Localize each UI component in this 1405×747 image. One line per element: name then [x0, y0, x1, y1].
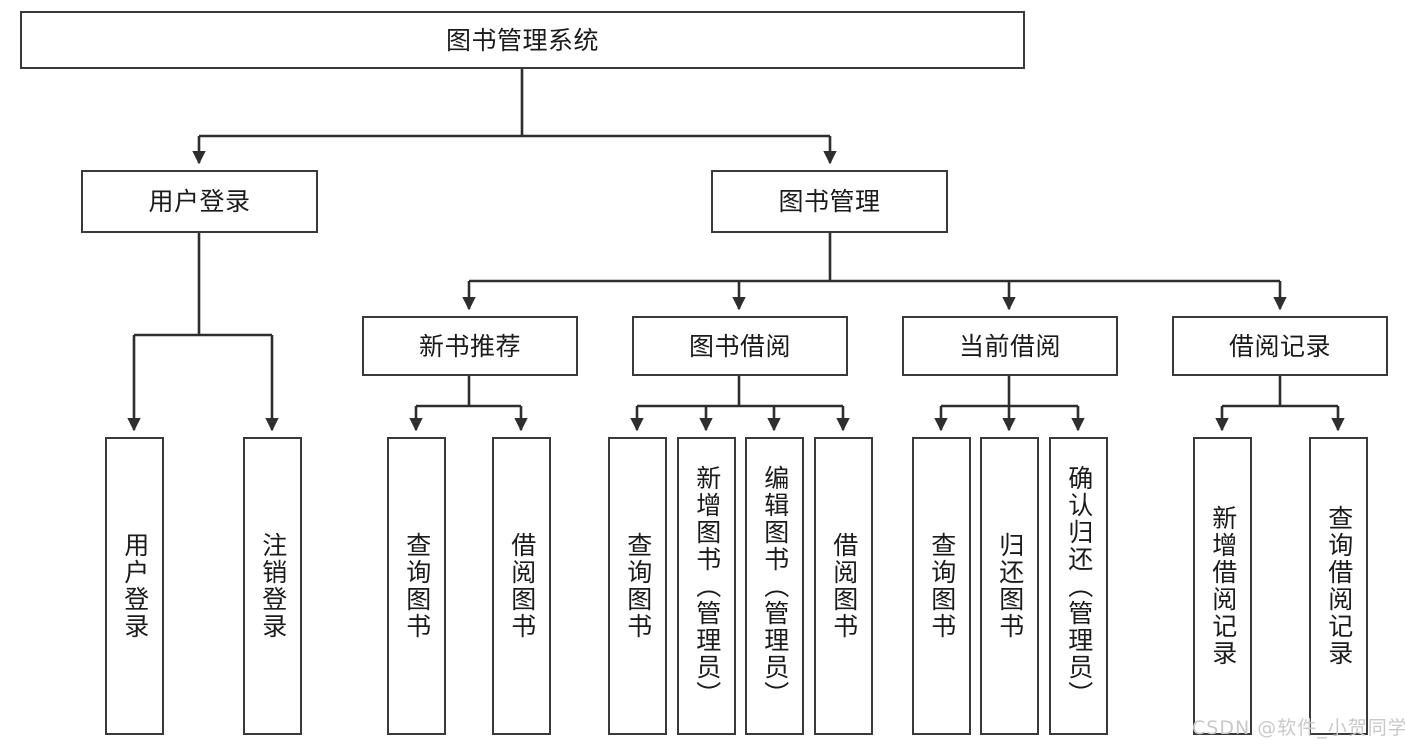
node-user-login[interactable]: 用户登录 — [81, 170, 318, 233]
node-label: 用户登录 — [148, 187, 251, 216]
leaf-new-book-query[interactable]: 查询图书 — [387, 437, 446, 735]
node-label: 查询图书 — [927, 532, 957, 640]
node-label: 图书借阅 — [688, 331, 791, 361]
node-label: 归还图书 — [995, 532, 1025, 640]
node-book-borrow[interactable]: 图书借阅 — [632, 316, 848, 376]
node-label: 图书管理 — [778, 187, 881, 216]
leaf-current-borrow-query[interactable]: 查询图书 — [912, 437, 971, 735]
node-label: 查询图书 — [402, 532, 432, 640]
node-root-book-management-system[interactable]: 图书管理系统 — [20, 11, 1025, 69]
leaf-current-borrow-confirm-return[interactable]: 确认归还（管理员） — [1049, 437, 1108, 735]
node-label: 查询图书 — [623, 532, 653, 640]
node-label: 确认归还（管理员） — [1064, 464, 1094, 708]
leaf-borrow-record-add[interactable]: 新增借阅记录 — [1193, 437, 1252, 735]
node-label: 查询借阅记录 — [1324, 505, 1354, 667]
leaf-current-borrow-return[interactable]: 归还图书 — [980, 437, 1039, 735]
leaf-book-borrow-borrow[interactable]: 借阅图书 — [814, 437, 873, 735]
node-label: 借阅记录 — [1228, 331, 1331, 361]
leaf-book-borrow-query[interactable]: 查询图书 — [608, 437, 667, 735]
leaf-user-login-logout[interactable]: 注销登录 — [243, 437, 302, 735]
node-label: 当前借阅 — [958, 331, 1061, 361]
node-label: 图书管理系统 — [445, 25, 599, 55]
node-label: 编辑图书（管理员） — [760, 464, 790, 708]
node-label: 新增借阅记录 — [1208, 505, 1238, 667]
node-label: 新增图书（管理员） — [692, 464, 722, 708]
node-label: 借阅图书 — [829, 532, 859, 640]
node-new-book-recommend[interactable]: 新书推荐 — [362, 316, 578, 376]
node-label: 借阅图书 — [507, 532, 537, 640]
leaf-book-borrow-add[interactable]: 新增图书（管理员） — [677, 437, 736, 735]
node-label: 用户登录 — [120, 532, 150, 640]
node-label: 注销登录 — [258, 532, 288, 640]
node-label: 新书推荐 — [418, 331, 521, 361]
leaf-new-book-borrow[interactable]: 借阅图书 — [492, 437, 551, 735]
node-borrow-record[interactable]: 借阅记录 — [1172, 316, 1388, 376]
leaf-book-borrow-edit[interactable]: 编辑图书（管理员） — [745, 437, 804, 735]
node-current-borrow[interactable]: 当前借阅 — [902, 316, 1118, 376]
leaf-user-login-login[interactable]: 用户登录 — [105, 437, 164, 735]
node-book-management[interactable]: 图书管理 — [711, 170, 948, 233]
leaf-borrow-record-query[interactable]: 查询借阅记录 — [1309, 437, 1368, 735]
